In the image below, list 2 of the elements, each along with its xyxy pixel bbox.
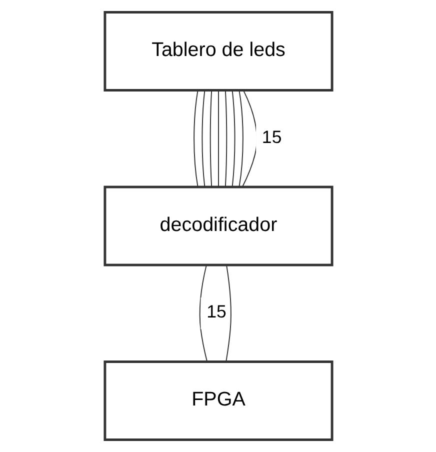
edge-label: 15 [261, 126, 282, 147]
edge-label: 15 [206, 302, 226, 322]
